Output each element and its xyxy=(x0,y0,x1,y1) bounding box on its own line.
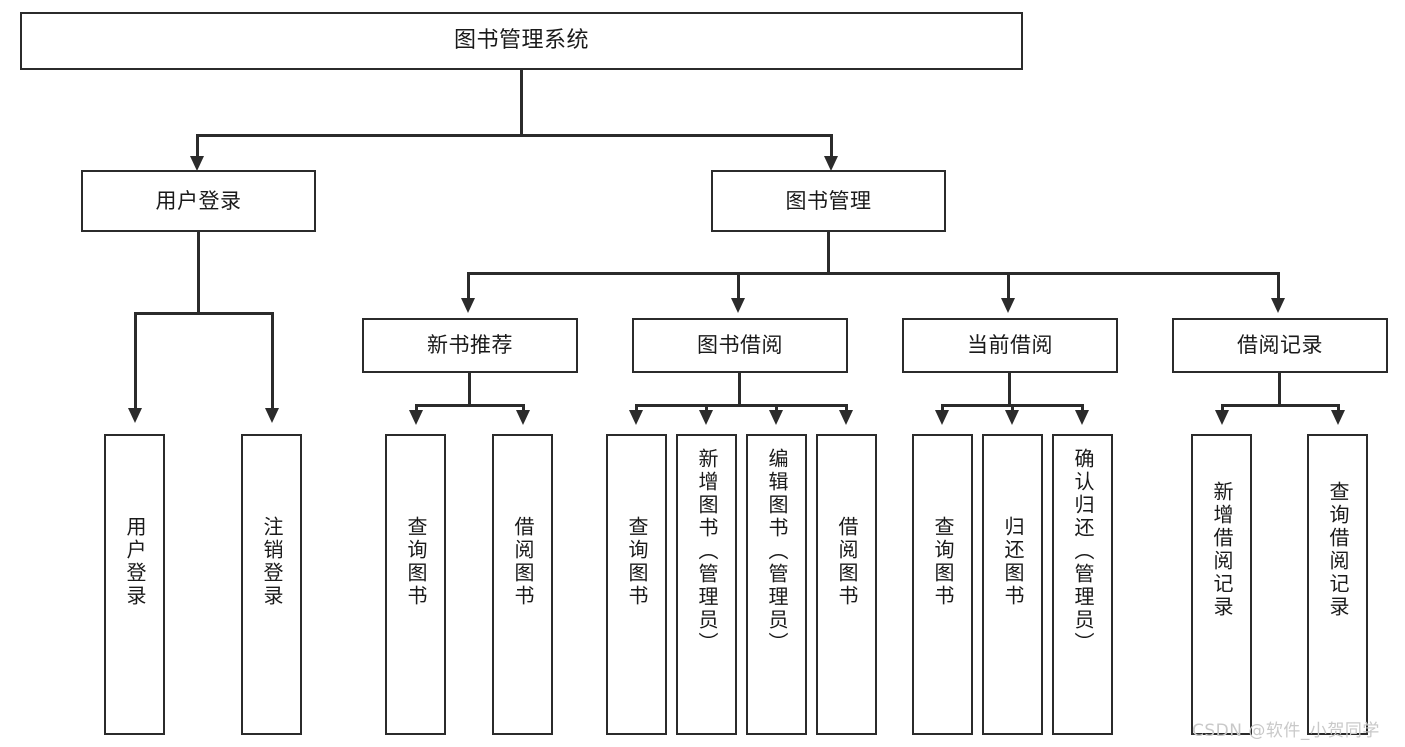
node-user-login[interactable]: 用户登录 xyxy=(81,170,316,232)
arrowhead-new-book-to-leaf1 xyxy=(409,410,423,425)
node-book-management[interactable]: 图书管理 xyxy=(711,170,946,232)
arrowhead-user-login-to-leaf2 xyxy=(265,408,279,423)
edge-book-manage-stem xyxy=(827,232,830,274)
node-label: 新书推荐 xyxy=(427,333,513,358)
edge-book-manage-to-book-borrow-drop xyxy=(737,272,740,300)
leaf-edit-book-admin[interactable]: 编辑图书（管理员） xyxy=(746,434,807,735)
node-label: 新增图书（管理员） xyxy=(695,448,719,655)
edge-borrow-record-to-leaf2-drop xyxy=(1337,404,1340,412)
node-label: 注销登录 xyxy=(260,516,284,608)
leaf-query-book-borrow-group[interactable]: 查询图书 xyxy=(606,434,667,735)
node-label: 图书管理系统 xyxy=(453,28,589,54)
node-current-borrow[interactable]: 当前借阅 xyxy=(902,318,1118,373)
node-label: 确认归还（管理员） xyxy=(1071,448,1095,655)
leaf-borrow-book-borrow-group[interactable]: 借阅图书 xyxy=(816,434,877,735)
edge-current-borrow-to-leaf1-drop xyxy=(941,404,944,412)
edge-root-stem xyxy=(520,70,523,136)
edge-borrow-record-bus xyxy=(1221,404,1340,407)
node-borrow-record[interactable]: 借阅记录 xyxy=(1172,318,1388,373)
edge-user-login-to-leaf1-drop xyxy=(134,312,137,410)
edge-new-book-to-leaf2-drop xyxy=(522,404,525,412)
node-label: 查询借阅记录 xyxy=(1326,481,1350,619)
node-root-book-management-system[interactable]: 图书管理系统 xyxy=(20,12,1023,70)
node-label: 图书管理 xyxy=(785,188,872,213)
leaf-add-book-admin[interactable]: 新增图书（管理员） xyxy=(676,434,737,735)
arrowhead-borrow-record-to-leaf1 xyxy=(1215,410,1229,425)
edge-user-login-stem xyxy=(197,232,200,314)
arrowhead-book-manage-to-borrow-record xyxy=(1271,298,1285,313)
edge-book-manage-to-borrow-record-drop xyxy=(1277,272,1280,300)
arrowhead-book-manage-to-current-borrow xyxy=(1001,298,1015,313)
node-label: 借阅图书 xyxy=(511,516,535,608)
edge-book-borrow-to-leaf1-drop xyxy=(635,404,638,412)
arrowhead-book-borrow-to-leaf3 xyxy=(769,410,783,425)
edge-book-manage-bus xyxy=(467,272,1280,275)
arrowhead-book-manage-to-new-book xyxy=(461,298,475,313)
leaf-user-login[interactable]: 用户登录 xyxy=(104,434,165,735)
node-label: 用户登录 xyxy=(123,516,147,608)
leaf-add-borrow-record[interactable]: 新增借阅记录 xyxy=(1191,434,1252,735)
node-book-borrow[interactable]: 图书借阅 xyxy=(632,318,848,373)
node-label: 图书借阅 xyxy=(697,333,783,358)
edge-book-borrow-to-leaf3-drop xyxy=(775,404,778,412)
leaf-query-book-new-book-group[interactable]: 查询图书 xyxy=(385,434,446,735)
edge-book-borrow-bus xyxy=(635,404,847,407)
edge-book-borrow-to-leaf2-drop xyxy=(705,404,708,412)
node-label: 查询图书 xyxy=(931,516,955,608)
edge-current-borrow-to-leaf3-drop xyxy=(1081,404,1084,412)
node-label: 归还图书 xyxy=(1001,516,1025,608)
arrowhead-user-login-to-leaf1 xyxy=(128,408,142,423)
edge-borrow-record-stem xyxy=(1278,373,1281,406)
edge-root-bus xyxy=(196,134,833,137)
node-new-book-recommendation[interactable]: 新书推荐 xyxy=(362,318,578,373)
edge-book-borrow-stem xyxy=(738,373,741,406)
arrowhead-new-book-to-leaf2 xyxy=(516,410,530,425)
node-label: 借阅图书 xyxy=(835,516,859,608)
node-label: 查询图书 xyxy=(404,516,428,608)
edge-book-manage-to-new-book-drop xyxy=(467,272,470,300)
leaf-logout[interactable]: 注销登录 xyxy=(241,434,302,735)
edge-book-borrow-to-leaf4-drop xyxy=(845,404,848,412)
leaf-query-book-current-group[interactable]: 查询图书 xyxy=(912,434,973,735)
edge-new-book-bus xyxy=(415,404,525,407)
csdn-watermark: CSDN @软件_小贺同学 xyxy=(1192,721,1380,741)
node-label: 借阅记录 xyxy=(1237,333,1323,358)
leaf-return-book[interactable]: 归还图书 xyxy=(982,434,1043,735)
arrowhead-current-borrow-to-leaf3 xyxy=(1075,410,1089,425)
edge-new-book-to-leaf1-drop xyxy=(415,404,418,412)
arrowhead-root-to-user-login xyxy=(190,156,204,171)
edge-new-book-stem xyxy=(468,373,471,406)
arrowhead-current-borrow-to-leaf2 xyxy=(1005,410,1019,425)
edge-root-to-user-login-drop xyxy=(196,134,199,158)
arrowhead-book-borrow-to-leaf1 xyxy=(629,410,643,425)
arrowhead-borrow-record-to-leaf2 xyxy=(1331,410,1345,425)
arrowhead-book-borrow-to-leaf4 xyxy=(839,410,853,425)
arrowhead-root-to-book-manage xyxy=(824,156,838,171)
node-label: 当前借阅 xyxy=(967,333,1053,358)
node-label: 新增借阅记录 xyxy=(1210,481,1234,619)
edge-root-to-book-manage-drop xyxy=(830,134,833,158)
node-label: 编辑图书（管理员） xyxy=(765,448,789,655)
node-label: 用户登录 xyxy=(155,188,242,213)
arrowhead-book-borrow-to-leaf2 xyxy=(699,410,713,425)
node-label: 查询图书 xyxy=(625,516,649,608)
edge-user-login-to-leaf2-drop xyxy=(271,312,274,410)
leaf-borrow-book-new-book-group[interactable]: 借阅图书 xyxy=(492,434,553,735)
edge-borrow-record-to-leaf1-drop xyxy=(1221,404,1224,412)
arrowhead-book-manage-to-book-borrow xyxy=(731,298,745,313)
edge-current-borrow-to-leaf2-drop xyxy=(1011,404,1014,412)
leaf-query-borrow-record[interactable]: 查询借阅记录 xyxy=(1307,434,1368,735)
leaf-confirm-return-admin[interactable]: 确认归还（管理员） xyxy=(1052,434,1113,735)
edge-book-manage-to-current-borrow-drop xyxy=(1007,272,1010,300)
edge-current-borrow-stem xyxy=(1008,373,1011,406)
arrowhead-current-borrow-to-leaf1 xyxy=(935,410,949,425)
edge-user-login-bus xyxy=(134,312,273,315)
